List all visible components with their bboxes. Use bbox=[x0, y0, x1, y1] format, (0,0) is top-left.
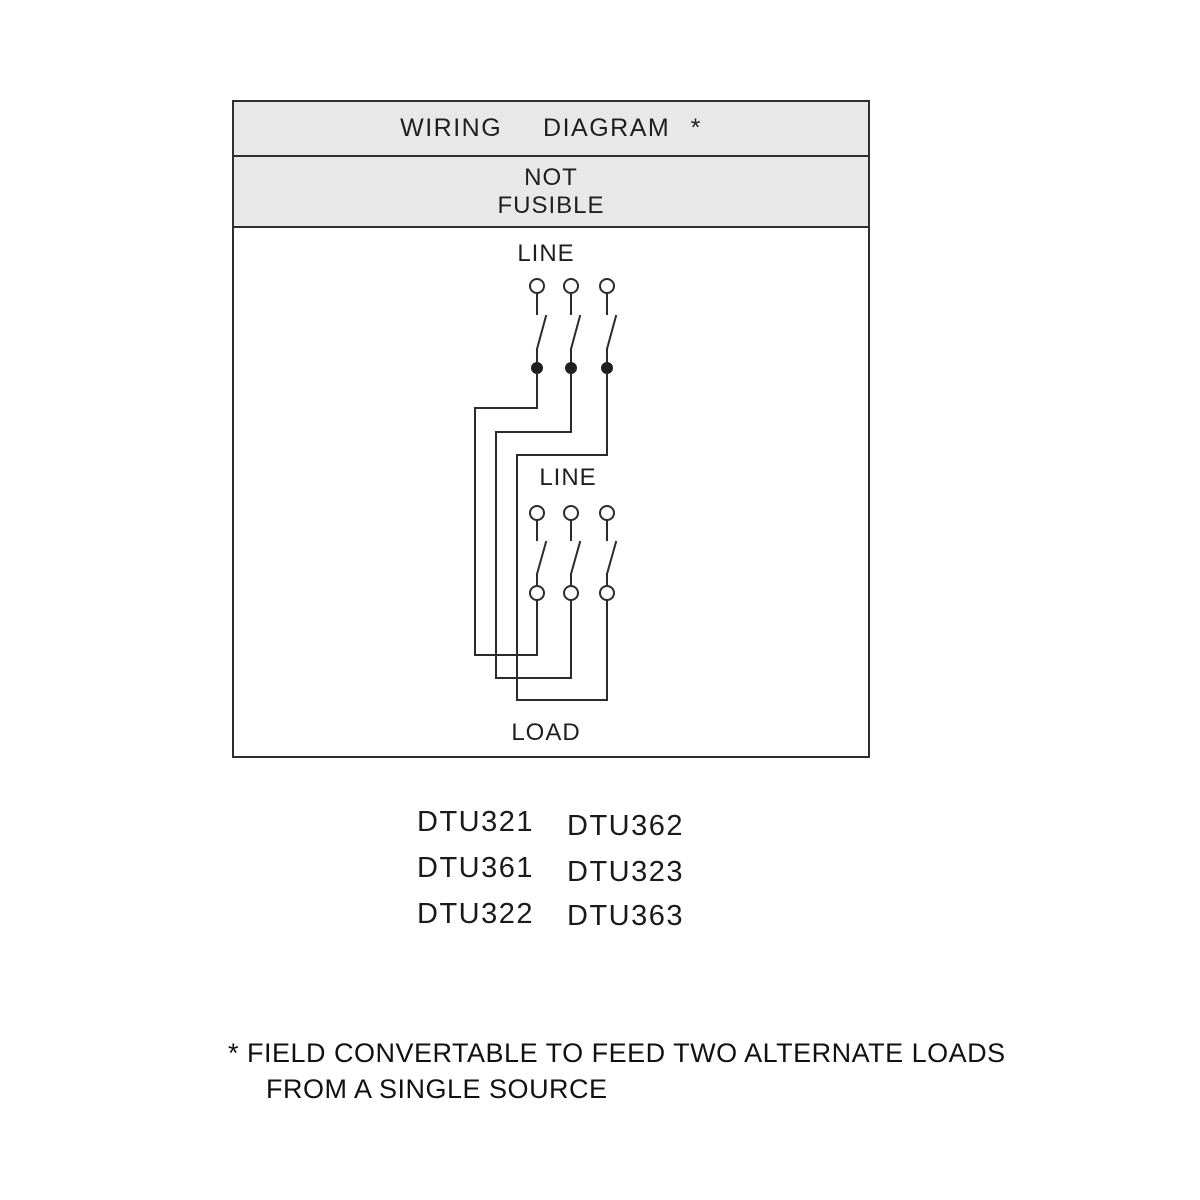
line-label-middle: LINE bbox=[539, 464, 597, 491]
terminal-circle bbox=[599, 585, 615, 601]
model-dtu322: DTU322 bbox=[417, 898, 534, 930]
footnote-line-1: * FIELD CONVERTABLE TO FEED TWO ALTERNAT… bbox=[228, 1038, 1006, 1068]
line-label-top: LINE bbox=[517, 240, 575, 267]
load-label: LOAD bbox=[511, 719, 581, 746]
bus-wire-1 bbox=[474, 373, 538, 656]
switch-blade bbox=[535, 540, 548, 576]
switch-blade bbox=[569, 540, 582, 576]
fusible-line-1: NOT bbox=[524, 163, 578, 191]
model-dtu321: DTU321 bbox=[417, 806, 534, 838]
terminal-circle bbox=[563, 585, 579, 601]
model-dtu361: DTU361 bbox=[417, 852, 534, 884]
wiring-box: WIRING DIAGRAM * NOT FUSIBLE bbox=[232, 100, 870, 758]
wiring-title-bar: WIRING DIAGRAM * bbox=[234, 102, 868, 157]
terminal-circle bbox=[563, 278, 579, 294]
junction-dot bbox=[601, 362, 613, 374]
switch-blade bbox=[605, 540, 618, 576]
transfer-bus bbox=[474, 373, 608, 701]
terminal-circle bbox=[529, 278, 545, 294]
terminal-circle bbox=[529, 505, 545, 521]
switch-blade bbox=[535, 314, 548, 351]
bus-wire-3 bbox=[516, 373, 608, 701]
bottom-switch bbox=[529, 505, 618, 701]
switch-blade bbox=[605, 314, 618, 351]
model-dtu363: DTU363 bbox=[567, 900, 684, 932]
switch-blade bbox=[569, 314, 582, 351]
fusible-line-2: FUSIBLE bbox=[497, 191, 605, 219]
terminal-circle bbox=[599, 278, 615, 294]
model-dtu362: DTU362 bbox=[567, 810, 684, 842]
terminal-circle bbox=[529, 585, 545, 601]
top-switch bbox=[529, 278, 618, 374]
terminal-circle bbox=[599, 505, 615, 521]
wiring-title: WIRING DIAGRAM * bbox=[400, 114, 702, 142]
terminal-circle bbox=[563, 505, 579, 521]
junction-dot bbox=[565, 362, 577, 374]
bus-wire-2 bbox=[495, 373, 572, 679]
junction-dot bbox=[531, 362, 543, 374]
fusible-bar: NOT FUSIBLE bbox=[234, 157, 868, 228]
footnote-line-2: FROM A SINGLE SOURCE bbox=[266, 1074, 608, 1104]
model-dtu323: DTU323 bbox=[567, 856, 684, 888]
